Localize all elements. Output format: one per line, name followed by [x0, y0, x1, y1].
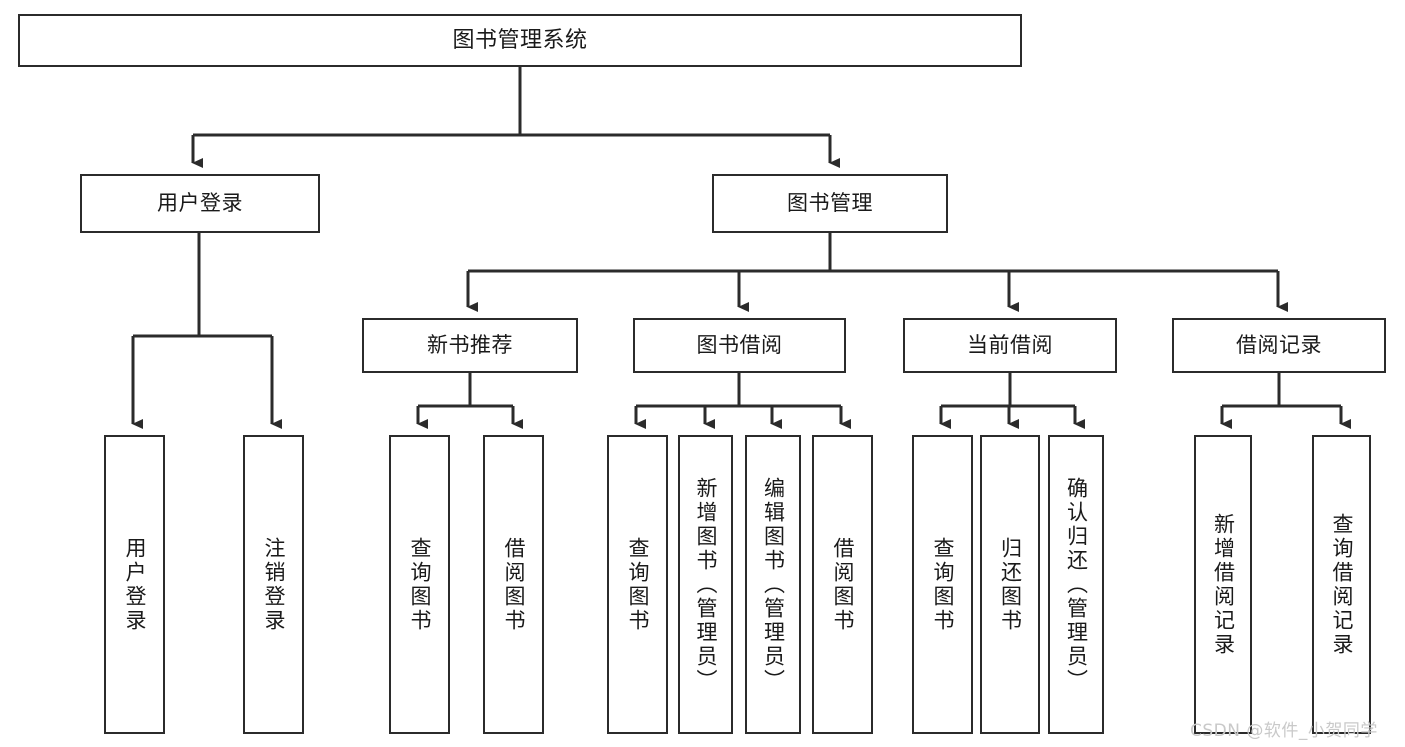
node-label: 用户登录: [157, 191, 243, 216]
node-label: 查询图书: [626, 536, 650, 633]
node-leaf-query-book-borrow[interactable]: 查询图书: [607, 435, 668, 734]
node-leaf-user-logout[interactable]: 注销登录: [243, 435, 304, 734]
node-current-borrow[interactable]: 当前借阅: [903, 318, 1117, 373]
node-leaf-user-login[interactable]: 用户登录: [104, 435, 165, 734]
node-leaf-edit-book-admin[interactable]: 编辑图书（管理员）: [745, 435, 801, 734]
node-label: 注销登录: [262, 536, 286, 633]
node-leaf-add-borrow-record[interactable]: 新增借阅记录: [1194, 435, 1252, 734]
node-leaf-borrow-book[interactable]: 借阅图书: [812, 435, 873, 734]
node-label: 当前借阅: [967, 333, 1053, 358]
node-label: 确认归还（管理员）: [1064, 476, 1089, 693]
node-label: 图书借阅: [696, 333, 783, 358]
node-label: 用户登录: [123, 536, 147, 633]
node-book-borrow[interactable]: 图书借阅: [633, 318, 846, 373]
node-borrow-record[interactable]: 借阅记录: [1172, 318, 1386, 373]
node-label: 查询图书: [408, 536, 432, 633]
node-label: 查询图书: [931, 536, 955, 633]
node-book-manage[interactable]: 图书管理: [712, 174, 948, 233]
node-root[interactable]: 图书管理系统: [18, 14, 1022, 67]
node-leaf-confirm-return-admin[interactable]: 确认归还（管理员）: [1048, 435, 1104, 734]
node-label: 图书管理: [787, 191, 873, 216]
node-new-book-rec[interactable]: 新书推荐: [362, 318, 578, 373]
node-label: 归还图书: [998, 536, 1023, 633]
node-user-login[interactable]: 用户登录: [80, 174, 320, 233]
node-label: 借阅图书: [831, 536, 855, 633]
node-leaf-query-book-rec[interactable]: 查询图书: [389, 435, 450, 734]
node-label: 编辑图书（管理员）: [761, 476, 786, 693]
node-leaf-return-book[interactable]: 归还图书: [980, 435, 1040, 734]
node-label: 新增图书（管理员）: [694, 476, 718, 693]
node-leaf-borrow-book-rec[interactable]: 借阅图书: [483, 435, 544, 734]
node-label: 新增借阅记录: [1211, 512, 1236, 657]
node-label: 图书管理系统: [452, 27, 588, 53]
node-label: 借阅图书: [502, 536, 526, 633]
node-leaf-add-book-admin[interactable]: 新增图书（管理员）: [678, 435, 733, 734]
node-label: 查询借阅记录: [1330, 512, 1354, 657]
node-label: 新书推荐: [427, 333, 513, 358]
node-leaf-query-borrow-record[interactable]: 查询借阅记录: [1312, 435, 1371, 734]
node-label: 借阅记录: [1236, 333, 1322, 358]
node-leaf-query-book-cur[interactable]: 查询图书: [912, 435, 973, 734]
